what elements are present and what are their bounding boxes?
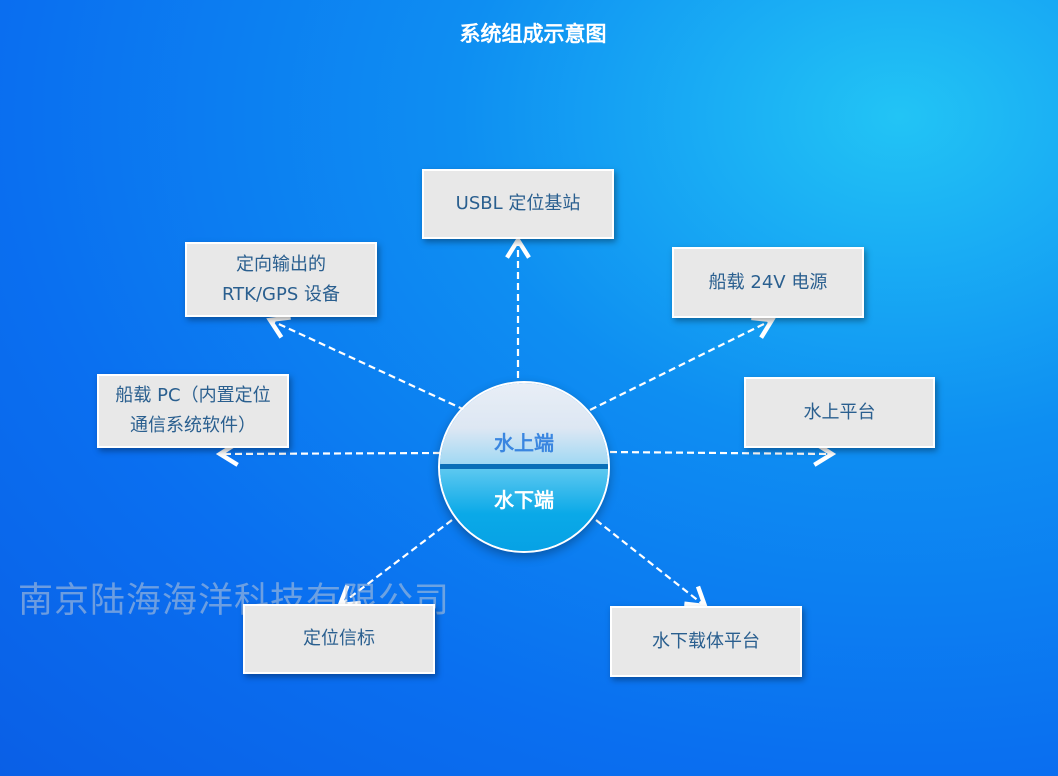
- label: 水下载体平台: [652, 630, 760, 652]
- label: 船载 PC（内置定位: [115, 385, 271, 406]
- label: USBL 定位基站: [455, 193, 581, 214]
- box-pc: 船载 PC（内置定位通信系统软件）: [97, 374, 289, 448]
- arrow-beacon: [336, 519, 453, 608]
- page-title: 系统组成示意图: [459, 22, 607, 46]
- box-beacon: 定位信标: [243, 604, 435, 674]
- label: 船载 24V 电源: [708, 271, 828, 293]
- upper-label: 水上端: [494, 431, 554, 455]
- arrow-vehicle: [595, 519, 709, 609]
- box-usbl: USBL 定位基站: [422, 169, 614, 239]
- label: 定位信标: [303, 628, 375, 649]
- box-surface: 水上平台: [744, 377, 935, 448]
- arrow-pc: [215, 441, 441, 467]
- center-circle: 水上端 水下端: [438, 381, 610, 553]
- label: 通信系统软件）: [130, 415, 256, 436]
- label: 水上平台: [803, 401, 876, 423]
- lower-label: 水下端: [494, 488, 554, 512]
- arrow-rtk: [266, 315, 466, 411]
- label: RTK/GPS 设备: [221, 283, 340, 305]
- box-rtk: 定向输出的 RTK/GPS 设备: [185, 242, 377, 317]
- label: 定向输出的: [236, 253, 326, 275]
- box-vehicle: 水下载体平台: [610, 606, 802, 677]
- arrow-power: [589, 315, 776, 411]
- box-power: 船载 24V 电源: [672, 247, 864, 318]
- arrow-surface: [609, 440, 837, 467]
